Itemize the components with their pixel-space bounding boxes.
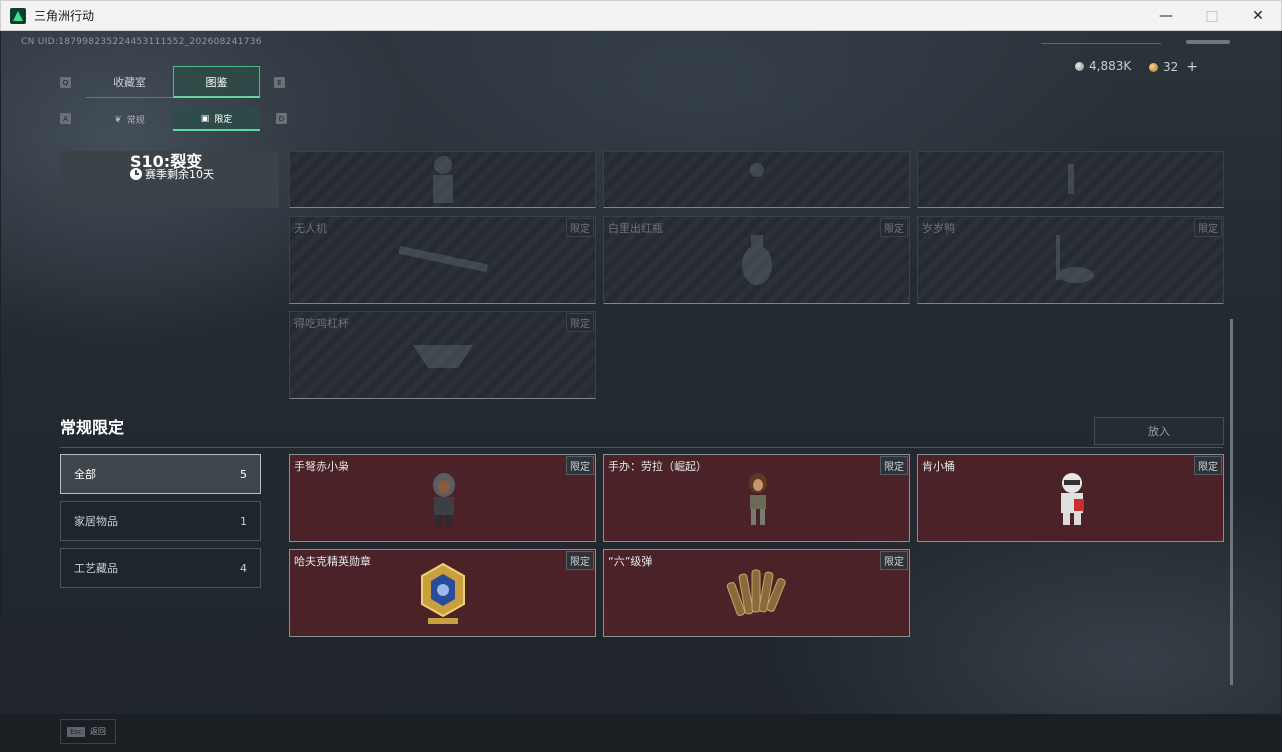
bottom-bar bbox=[1, 714, 1281, 751]
clock-icon bbox=[130, 168, 142, 180]
limited-badge: 限定 bbox=[566, 313, 594, 332]
item-icon bbox=[1067, 163, 1074, 194]
card-name: 岁岁鸭 bbox=[922, 222, 955, 235]
hooded-figure-icon bbox=[433, 473, 455, 525]
season-remaining: 赛季剩余10天 bbox=[130, 166, 214, 182]
gold-coin-icon bbox=[1149, 62, 1158, 72]
collectible-card[interactable] bbox=[603, 151, 910, 208]
collectible-card[interactable]: 白里出红瓶 限定 bbox=[603, 216, 910, 304]
collectible-card[interactable]: 肯小桶 限定 bbox=[917, 454, 1224, 542]
collectible-card[interactable] bbox=[289, 151, 596, 208]
drone-icon bbox=[397, 245, 488, 273]
tab-label: 收藏室 bbox=[113, 75, 146, 89]
card-name: 肯小桶 bbox=[922, 460, 955, 473]
collectible-card[interactable]: 手办：劳拉（崛起） 限定 bbox=[603, 454, 910, 542]
filter-count: 1 bbox=[240, 514, 247, 528]
key-hint-q: Q bbox=[60, 77, 71, 88]
filter-count: 5 bbox=[240, 467, 247, 481]
tab-collection-room[interactable]: 收藏室 bbox=[86, 66, 173, 98]
card-name: 手弩赤小枭 bbox=[294, 460, 349, 473]
minimize-button[interactable]: — bbox=[1159, 8, 1173, 24]
card-name: 白里出红瓶 bbox=[608, 222, 663, 235]
esc-key-hint: Esc bbox=[67, 726, 85, 737]
mascot-figure-icon bbox=[1061, 473, 1084, 525]
filter-crafts[interactable]: 工艺藏品 4 bbox=[60, 548, 261, 588]
card-name: “六”级弹 bbox=[608, 555, 653, 568]
section-divider bbox=[60, 447, 1223, 448]
season-title: S10:裂变 bbox=[130, 152, 203, 171]
season-remaining-text: 赛季剩余10天 bbox=[145, 168, 214, 181]
item-icon bbox=[749, 162, 764, 177]
limited-badge: 限定 bbox=[880, 218, 908, 237]
medal-icon bbox=[421, 562, 465, 624]
limited-badge: 限定 bbox=[1194, 456, 1222, 475]
filter-all[interactable]: 全部 5 bbox=[60, 454, 261, 494]
key-hint-a: A bbox=[60, 113, 71, 124]
section-title: 常规限定 bbox=[60, 418, 125, 437]
limited-badge: 限定 bbox=[566, 551, 594, 570]
window-title: 三角洲行动 bbox=[34, 9, 95, 23]
maximize-button[interactable]: □ bbox=[1205, 8, 1219, 24]
card-name: 得吃鸡杠杯 bbox=[294, 317, 349, 330]
tab-label: 图鉴 bbox=[205, 75, 228, 89]
season-card: S10:裂变 赛季剩余10天 bbox=[60, 151, 279, 208]
limited-badge: 限定 bbox=[566, 218, 594, 237]
cup-icon bbox=[412, 345, 473, 368]
limited-badge: 限定 bbox=[880, 456, 908, 475]
app-logo-icon bbox=[10, 7, 26, 24]
lara-figure-icon bbox=[749, 473, 767, 525]
key-hint-d: D bbox=[276, 113, 287, 124]
filter-label: 全部 bbox=[74, 468, 96, 481]
gold-amount: 32 bbox=[1163, 60, 1179, 74]
tab-limited[interactable]: ▣ 限定 bbox=[173, 108, 260, 131]
card-name: 无人机 bbox=[294, 222, 327, 235]
card-name: 手办：劳拉（崛起） bbox=[608, 460, 707, 473]
filter-home-items[interactable]: 家居物品 1 bbox=[60, 501, 261, 541]
collectible-card[interactable] bbox=[917, 151, 1224, 208]
put-in-button[interactable]: 放入 bbox=[1094, 417, 1224, 445]
duck-icon bbox=[1055, 235, 1094, 283]
collectible-card[interactable]: 哈夫克精英勋章 限定 bbox=[289, 549, 596, 637]
tab-catalog[interactable]: 图鉴 bbox=[173, 66, 260, 98]
close-button[interactable]: ✕ bbox=[1252, 8, 1264, 24]
back-button[interactable]: Esc 返回 bbox=[60, 719, 116, 744]
add-currency-icon[interactable]: + bbox=[1186, 59, 1199, 75]
window-titlebar: 三角洲行动 — □ ✕ bbox=[0, 0, 1282, 31]
card-name: 哈夫克精英勋章 bbox=[294, 555, 371, 568]
bullet-cluster-icon bbox=[726, 569, 786, 616]
limited-badge: 限定 bbox=[566, 456, 594, 475]
collectible-card[interactable]: 岁岁鸭 限定 bbox=[917, 216, 1224, 304]
key-hint-e: E bbox=[274, 77, 285, 88]
limited-icon: ▣ bbox=[200, 113, 210, 124]
filter-label: 工艺藏品 bbox=[74, 562, 118, 575]
tab-label: 限定 bbox=[214, 115, 233, 125]
scrollbar[interactable] bbox=[1230, 319, 1233, 685]
tab-label: 常规 bbox=[126, 116, 145, 126]
window-controls: — □ ✕ bbox=[1143, 1, 1281, 31]
collectible-card[interactable]: “六”级弹 限定 bbox=[603, 549, 910, 637]
flame-icon: ❦ bbox=[114, 114, 122, 125]
tab-regular[interactable]: ❦ 常规 bbox=[86, 108, 173, 131]
collectible-card[interactable]: 得吃鸡杠杯 限定 bbox=[289, 311, 596, 399]
limited-badge: 限定 bbox=[1194, 218, 1222, 237]
uid-label: CN UID:187998235224453111552_20260824173… bbox=[21, 37, 262, 47]
silver-amount: 4,883K bbox=[1089, 59, 1132, 73]
top-divider bbox=[1041, 43, 1161, 44]
filter-count: 4 bbox=[240, 561, 247, 575]
top-indicator bbox=[1186, 40, 1230, 44]
back-label: 返回 bbox=[89, 727, 106, 736]
game-canvas: CN UID:187998235224453111552_20260824173… bbox=[1, 31, 1281, 751]
collectible-card[interactable]: 手弩赤小枭 限定 bbox=[289, 454, 596, 542]
collectible-card[interactable]: 无人机 限定 bbox=[289, 216, 596, 304]
vase-icon bbox=[741, 235, 772, 285]
filter-label: 家居物品 bbox=[74, 515, 118, 528]
gold-currency: 32 + bbox=[1149, 59, 1198, 75]
silver-coin-icon bbox=[1075, 61, 1084, 71]
limited-badge: 限定 bbox=[880, 551, 908, 570]
silver-currency: 4,883K bbox=[1075, 59, 1131, 73]
figure-icon bbox=[432, 155, 453, 203]
